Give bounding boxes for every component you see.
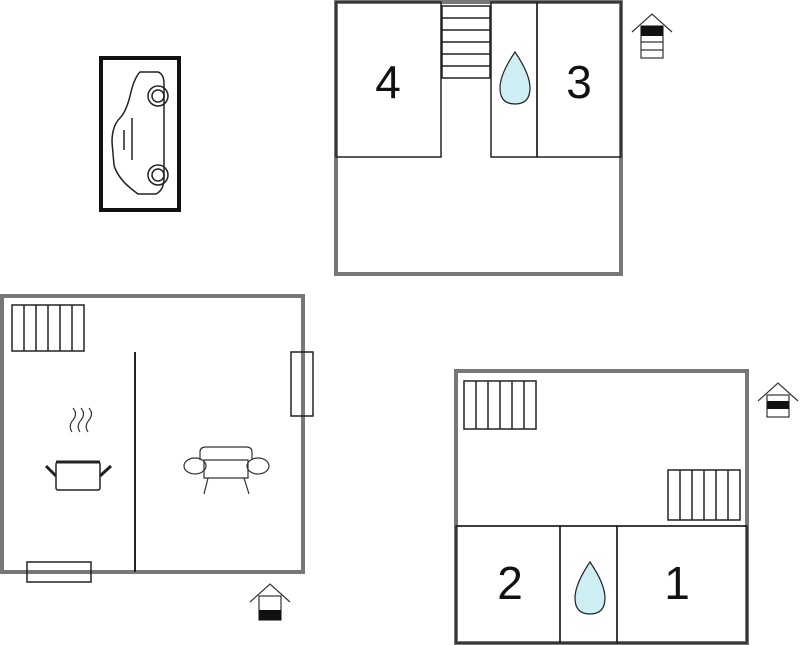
house-floor-icon <box>757 382 799 418</box>
room-3-label: 3 <box>566 56 592 108</box>
water-drop-icon <box>574 560 606 615</box>
bathroom-top <box>490 1 538 158</box>
room-2-label: 2 <box>497 557 523 609</box>
cooking-pot-icon <box>44 407 113 491</box>
room-3: 3 <box>536 1 622 158</box>
stairs-icon <box>441 5 491 79</box>
room-1: 1 <box>616 525 748 644</box>
bathroom-first <box>559 525 618 644</box>
parking-spot <box>99 56 181 212</box>
sofa-icon <box>183 446 270 495</box>
room-1-label: 1 <box>664 557 690 609</box>
radiator-icon <box>463 380 537 430</box>
radiator-icon <box>667 469 741 521</box>
radiator-icon <box>26 561 92 583</box>
room-4-label: 4 <box>375 56 401 108</box>
house-floor-icon <box>631 13 673 59</box>
floor-ground <box>0 294 314 583</box>
radiator-icon <box>11 304 85 352</box>
house-floor-icon <box>249 583 291 621</box>
room-4: 4 <box>335 1 442 158</box>
floor-top: 4 3 <box>334 0 623 276</box>
car-icon <box>111 71 169 195</box>
radiator-icon <box>290 351 314 417</box>
floor-first: 2 1 <box>454 369 749 645</box>
water-drop-icon <box>499 50 531 105</box>
room-2: 2 <box>455 525 561 644</box>
